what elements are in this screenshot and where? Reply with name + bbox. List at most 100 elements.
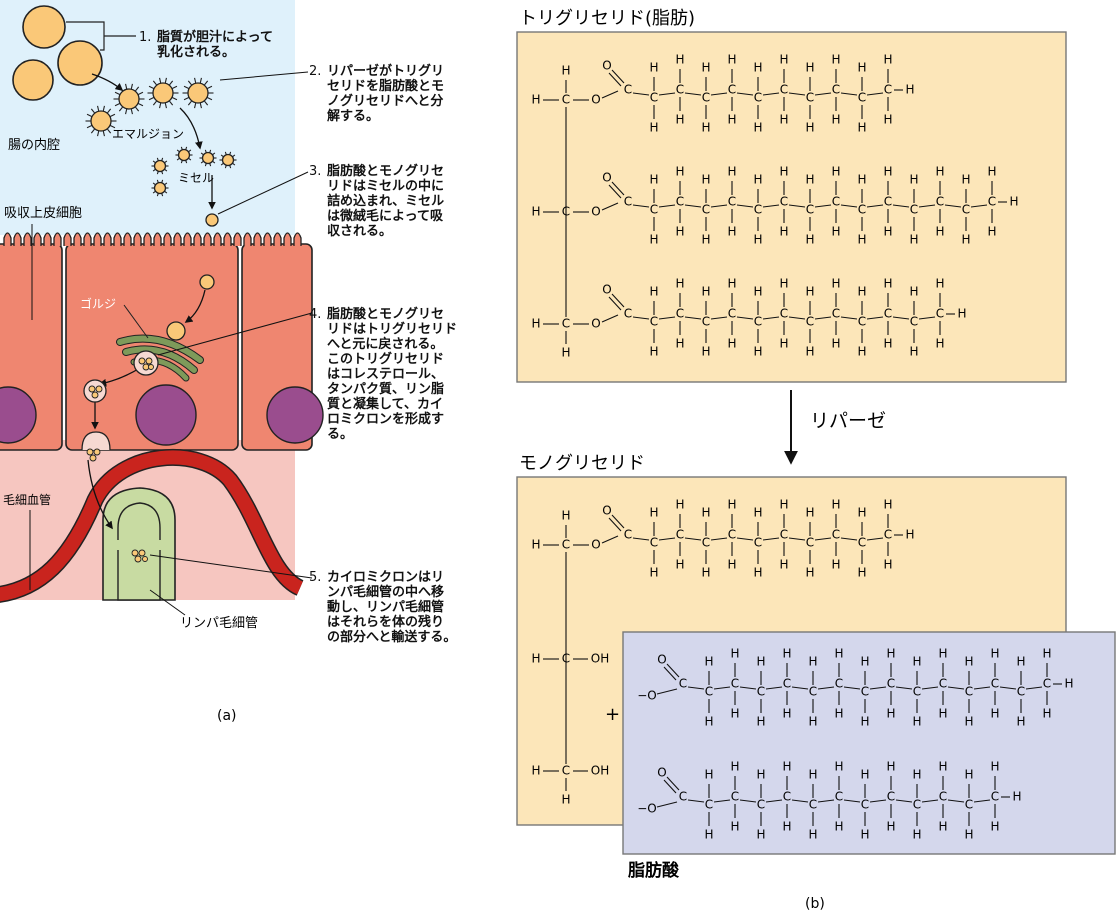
hydrogen-atom: H xyxy=(727,337,736,351)
carbon-atom: C xyxy=(884,195,892,209)
hydrogen-atom: H xyxy=(675,277,684,291)
microvillus xyxy=(23,232,32,246)
hydrogen-atom: H xyxy=(1012,790,1021,804)
hydrogen-atom: H xyxy=(938,707,947,721)
hydrogen-atom: H xyxy=(649,61,658,75)
hydrogen-atom: H xyxy=(857,121,866,135)
hydrogen-atom: H xyxy=(756,655,765,669)
hydrogen-atom: H xyxy=(782,820,791,834)
hydrogen-atom: H xyxy=(1042,647,1051,661)
carbon-atom: C xyxy=(965,685,973,699)
carbon-atom: C xyxy=(832,528,840,542)
hydrogen-atom: H xyxy=(779,277,788,291)
microvillus xyxy=(43,232,52,246)
hydrogen-atom: H xyxy=(912,655,921,669)
hydrogen-atom: H xyxy=(857,506,866,520)
hydrogen-atom: H xyxy=(779,113,788,127)
hydroxyl-group: OH xyxy=(591,764,609,778)
hydrogen-atom: H xyxy=(886,647,895,661)
fatty-acid-fa1: −OOCCHHCHHCHHCHHCHHCHHCHHCHHCHHCHHCHHCHH… xyxy=(637,647,1073,729)
carbon-atom: C xyxy=(676,83,684,97)
carbon-atom: C xyxy=(562,93,570,107)
hydrogen-atom: H xyxy=(701,345,710,359)
microvillus xyxy=(213,232,222,246)
carbon-atom: C xyxy=(858,203,866,217)
carbon-atom: C xyxy=(910,315,918,329)
hydrogen-atom: H xyxy=(935,277,944,291)
hydrogen-atom: H xyxy=(938,760,947,774)
hydrogen-atom: H xyxy=(782,647,791,661)
hydrogen-atom: H xyxy=(675,498,684,512)
hydrogen-atom: H xyxy=(857,345,866,359)
step-number: 4. xyxy=(309,307,322,322)
carbon-atom: C xyxy=(809,798,817,812)
hydrogen-atom: H xyxy=(961,173,970,187)
step-number: 3. xyxy=(309,164,322,179)
hydrogen-atom: H xyxy=(753,61,762,75)
carbon-atom: C xyxy=(936,307,944,321)
carbon-atom: C xyxy=(754,203,762,217)
hydrogen-atom: H xyxy=(905,528,914,542)
step-text: カイロミクロンはリ ンパ毛細管の中へ移 動し、リンパ毛細管 はそれらを体の残り … xyxy=(327,570,457,645)
hydrogen-atom: H xyxy=(964,828,973,842)
capillary-label: 毛細血管 xyxy=(3,492,51,507)
hydrogen-atom: H xyxy=(831,165,840,179)
droplets-in-cell xyxy=(81,213,219,451)
oxygen-atom: O xyxy=(591,538,600,552)
hydrogen-atom: H xyxy=(860,655,869,669)
hydrogen-atom: H xyxy=(701,61,710,75)
micelle xyxy=(199,149,217,167)
fatty-acid-box xyxy=(622,631,1116,855)
hydrogen-atom: H xyxy=(805,285,814,299)
hydrogen-atom: H xyxy=(805,173,814,187)
hydrogen-atom: H xyxy=(779,498,788,512)
hydrogen-atom: H xyxy=(727,53,736,67)
microvillus xyxy=(53,232,62,246)
carbon-atom: C xyxy=(991,677,999,691)
hydrogen-atom: H xyxy=(886,707,895,721)
carbon-atom: C xyxy=(728,195,736,209)
hydrogen-atom: H xyxy=(730,760,739,774)
microvillus xyxy=(183,232,192,246)
micelles xyxy=(151,146,237,197)
carbon-atom: C xyxy=(887,790,895,804)
hydrogen-atom: H xyxy=(561,509,570,523)
carbon-atom: C xyxy=(780,528,788,542)
carbon-atom: C xyxy=(731,677,739,691)
step-number: 1. xyxy=(139,30,152,45)
emulsion-label: エマルジョン xyxy=(112,127,184,141)
hydrogen-atom: H xyxy=(912,828,921,842)
hydrogen-atom: H xyxy=(860,828,869,842)
carbon-atom: C xyxy=(780,195,788,209)
microvillus xyxy=(103,232,112,246)
hydroxyl-group: OH xyxy=(591,652,609,666)
hydrogen-atom: H xyxy=(779,337,788,351)
hydrogen-atom: H xyxy=(1016,655,1025,669)
carbon-atom: C xyxy=(861,798,869,812)
hydrogen-atom: H xyxy=(831,53,840,67)
hydrogen-atom: H xyxy=(649,121,658,135)
hydrogen-atom: H xyxy=(987,225,996,239)
carbon-atom: C xyxy=(884,528,892,542)
carbon-atom: C xyxy=(679,790,687,804)
hydrogen-atom: H xyxy=(1009,195,1018,209)
hydrogen-atom: H xyxy=(756,828,765,842)
hydrogen-atom: H xyxy=(883,165,892,179)
step-number: 5. xyxy=(309,570,322,585)
carbon-atom: C xyxy=(754,536,762,550)
carbon-atom: C xyxy=(1043,677,1051,691)
hydrogen-atom: H xyxy=(808,828,817,842)
fat-droplet xyxy=(57,40,103,86)
golgi-apparatus xyxy=(116,334,204,382)
microvillus xyxy=(143,232,152,246)
hydrogen-atom: H xyxy=(675,113,684,127)
hydrogen-atom: H xyxy=(808,768,817,782)
hydrogen-atom: H xyxy=(834,820,843,834)
chylomicron-clusters xyxy=(86,357,154,563)
microvillus xyxy=(63,232,72,246)
carbon-atom: C xyxy=(939,677,947,691)
hydrogen-atom: H xyxy=(531,93,540,107)
